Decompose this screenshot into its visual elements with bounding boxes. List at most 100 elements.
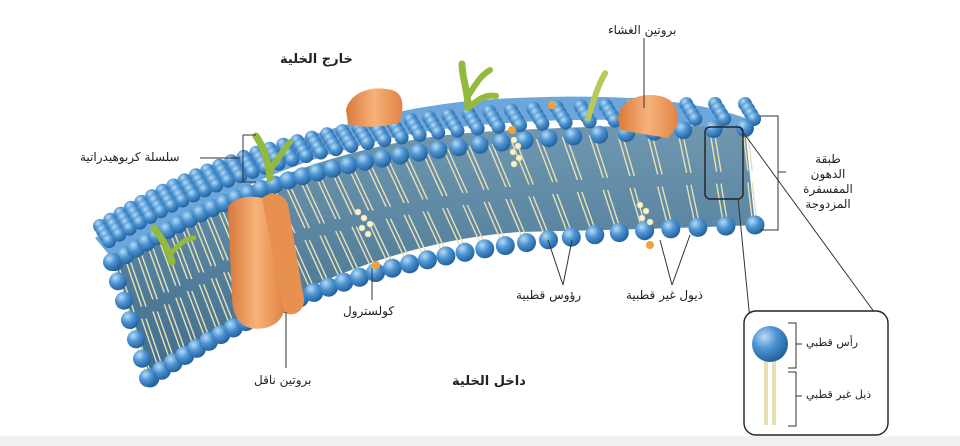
- carbohydrate-chains: [150, 60, 609, 266]
- polar-head: [313, 145, 328, 160]
- lipid-tail: [421, 151, 444, 197]
- polar-head: [366, 263, 386, 283]
- polar-head: [122, 221, 137, 236]
- polar-head: [436, 246, 456, 266]
- polar-head: [745, 215, 765, 235]
- polar-head: [164, 198, 179, 213]
- polar-head: [716, 216, 736, 236]
- lipid-tail: [186, 290, 208, 342]
- leader-lines: [200, 38, 881, 368]
- polar-head: [450, 123, 465, 138]
- polar-head: [109, 272, 127, 291]
- polar-head: [350, 267, 369, 287]
- polar-head: [535, 116, 550, 131]
- bilayer-label-line3: المفسفرة: [803, 182, 853, 196]
- polar-head: [470, 121, 485, 136]
- lipid-tail: [351, 226, 375, 273]
- lipid-tail: [287, 180, 311, 229]
- polar-head: [429, 140, 448, 159]
- lipid-tail: [127, 254, 147, 307]
- polar-head: [132, 215, 147, 230]
- polar-head: [112, 227, 127, 242]
- polar-head: [717, 111, 732, 126]
- lipid-tail: [616, 133, 631, 177]
- polar-head: [245, 164, 260, 179]
- lipid-tail: [335, 230, 358, 278]
- polar-head: [143, 209, 158, 224]
- cholesterol-orange-dots: [372, 101, 654, 269]
- polar-head: [360, 136, 375, 150]
- lipid-tail: [138, 247, 158, 300]
- lipid-tail: [487, 143, 507, 188]
- lipid-tail: [152, 311, 172, 364]
- lipid-tail: [406, 154, 429, 200]
- polar-head: [373, 149, 392, 168]
- polar-head: [153, 204, 168, 219]
- polar-head: [197, 183, 212, 198]
- inside-cell-label: داخل الخلية: [452, 374, 526, 389]
- polar-head: [513, 118, 527, 133]
- polar-head: [233, 169, 248, 184]
- phospholipid-inset: [743, 310, 889, 436]
- polar-head: [475, 239, 495, 259]
- polar-head: [139, 369, 157, 387]
- polar-head: [328, 142, 343, 157]
- lipid-tail: [210, 278, 232, 329]
- transport-protein-label: بروتين ناقل: [254, 373, 312, 387]
- lipid-tail: [183, 222, 205, 273]
- carbohydrate-chain-label: سلسلة كربوهيدراتية: [80, 150, 180, 164]
- polar-head: [561, 227, 581, 247]
- polar-head: [736, 119, 754, 137]
- lipid-tail: [198, 284, 220, 335]
- lipid-tail: [561, 136, 579, 181]
- polar-head: [356, 152, 374, 171]
- lipid-tail: [302, 176, 326, 224]
- polar-head: [590, 125, 609, 144]
- polar-head: [491, 119, 506, 134]
- lipid-tail: [468, 145, 490, 191]
- lipid-tail: [163, 304, 184, 356]
- polar-head: [334, 272, 354, 292]
- inset-polar-head-label: رأس قطبي: [806, 336, 859, 349]
- polar-head: [635, 221, 655, 241]
- polar-head: [339, 156, 358, 175]
- polar-head: [585, 225, 605, 245]
- lipid-tail: [386, 157, 410, 204]
- polar-head: [449, 138, 468, 157]
- polar-head: [133, 349, 151, 368]
- polar-head: [409, 143, 428, 162]
- polar-head: [103, 253, 121, 271]
- lipid-tail: [116, 261, 136, 315]
- polar-head: [455, 242, 475, 262]
- lipid-tail: [207, 210, 229, 261]
- polar-head: [285, 152, 300, 167]
- polar-head: [377, 133, 392, 148]
- polar-head: [704, 120, 723, 139]
- polar-head: [102, 234, 116, 248]
- lipid-tail: [140, 318, 160, 371]
- polar-head: [121, 311, 139, 329]
- polar-head: [400, 254, 420, 274]
- polar-head: [127, 330, 145, 349]
- polar-head: [492, 133, 511, 152]
- polar-heads-top-back: [93, 96, 761, 248]
- lipid-tail: [172, 228, 193, 280]
- lipid-tail: [334, 168, 357, 215]
- transport-protein-shape: [228, 193, 304, 329]
- polar-head: [661, 219, 681, 239]
- lipid-tail: [540, 138, 558, 183]
- lipid-tail: [149, 241, 170, 293]
- lipid-tail: [510, 141, 530, 185]
- outside-cell-label: خارج الخلية: [280, 52, 353, 67]
- polar-head: [308, 163, 327, 182]
- polar-head: [319, 277, 339, 297]
- polar-head: [293, 167, 312, 186]
- bottom-strip: [0, 436, 960, 446]
- inset-nonpolar-tail-label: ذيل غير قطبي: [806, 388, 872, 401]
- polar-head: [221, 173, 236, 188]
- polar-head: [688, 217, 708, 237]
- polar-head: [539, 129, 558, 148]
- polar-heads-label: رؤوس قطبية: [516, 288, 582, 302]
- polar-head: [323, 159, 342, 178]
